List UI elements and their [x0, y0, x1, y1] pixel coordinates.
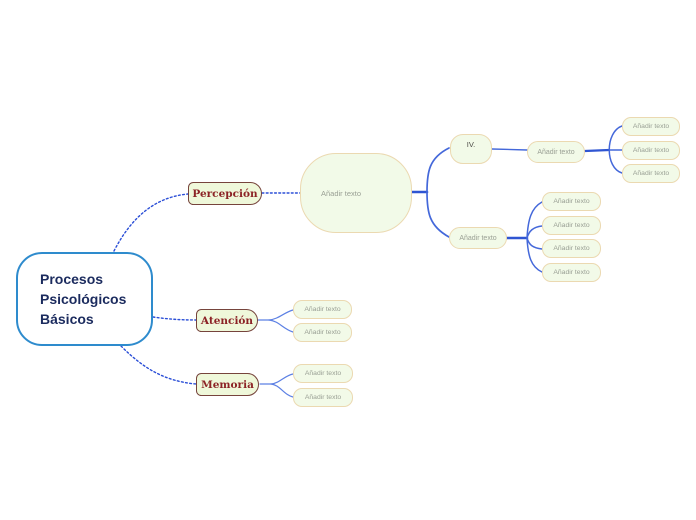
memoria-child-placeholder[interactable]: Añadir texto [293, 388, 353, 407]
connector-root-percepcion [113, 193, 189, 252]
connector-floating-bracket [426, 147, 450, 238]
connector-lower-child-4 [526, 237, 543, 273]
topic-memoria[interactable]: Memoria [196, 373, 259, 396]
connector-iv-child [491, 148, 528, 151]
connector-lower-child-3 [526, 237, 543, 250]
subtopic-lower-placeholder[interactable]: Añadir texto [449, 227, 507, 249]
connector-root-memoria [120, 345, 197, 385]
connector-ivchild-bracket [608, 125, 623, 174]
connector-memoria-child-2 [270, 383, 294, 398]
connector-atencion-child-2 [268, 319, 294, 333]
iv-grandchild-placeholder[interactable]: Añadir texto [622, 117, 680, 136]
connector-lower-child-2 [526, 225, 543, 239]
iv-grandchild-placeholder[interactable]: Añadir texto [622, 164, 680, 183]
root-topic[interactable]: Procesos Psicológicos Básicos [16, 252, 153, 346]
topic-percepcion[interactable]: Percepción [188, 182, 262, 205]
lower-child-placeholder[interactable]: Añadir texto [542, 192, 601, 211]
atencion-child-placeholder[interactable]: Añadir texto [293, 323, 352, 342]
connector-memoria-child-1 [270, 373, 294, 385]
iv-grandchild-placeholder[interactable]: Añadir texto [622, 141, 680, 160]
lower-child-placeholder[interactable]: Añadir texto [542, 263, 601, 282]
topic-atencion[interactable]: Atención [196, 309, 258, 332]
connector-ivchild-stub [583, 148, 611, 153]
connector-root-atencion [152, 316, 197, 321]
subtopic-iv-child-placeholder[interactable]: Añadir texto [527, 141, 585, 163]
lower-child-placeholder[interactable]: Añadir texto [542, 239, 601, 258]
memoria-child-placeholder[interactable]: Añadir texto [293, 364, 353, 383]
atencion-child-placeholder[interactable]: Añadir texto [293, 300, 352, 319]
connector-atencion-child-1 [268, 309, 294, 321]
lower-child-placeholder[interactable]: Añadir texto [542, 216, 601, 235]
connector-lower-child-1 [526, 201, 543, 239]
floating-topic-placeholder[interactable]: Añadir texto [300, 153, 412, 233]
subtopic-iv[interactable]: IV. [450, 134, 492, 164]
